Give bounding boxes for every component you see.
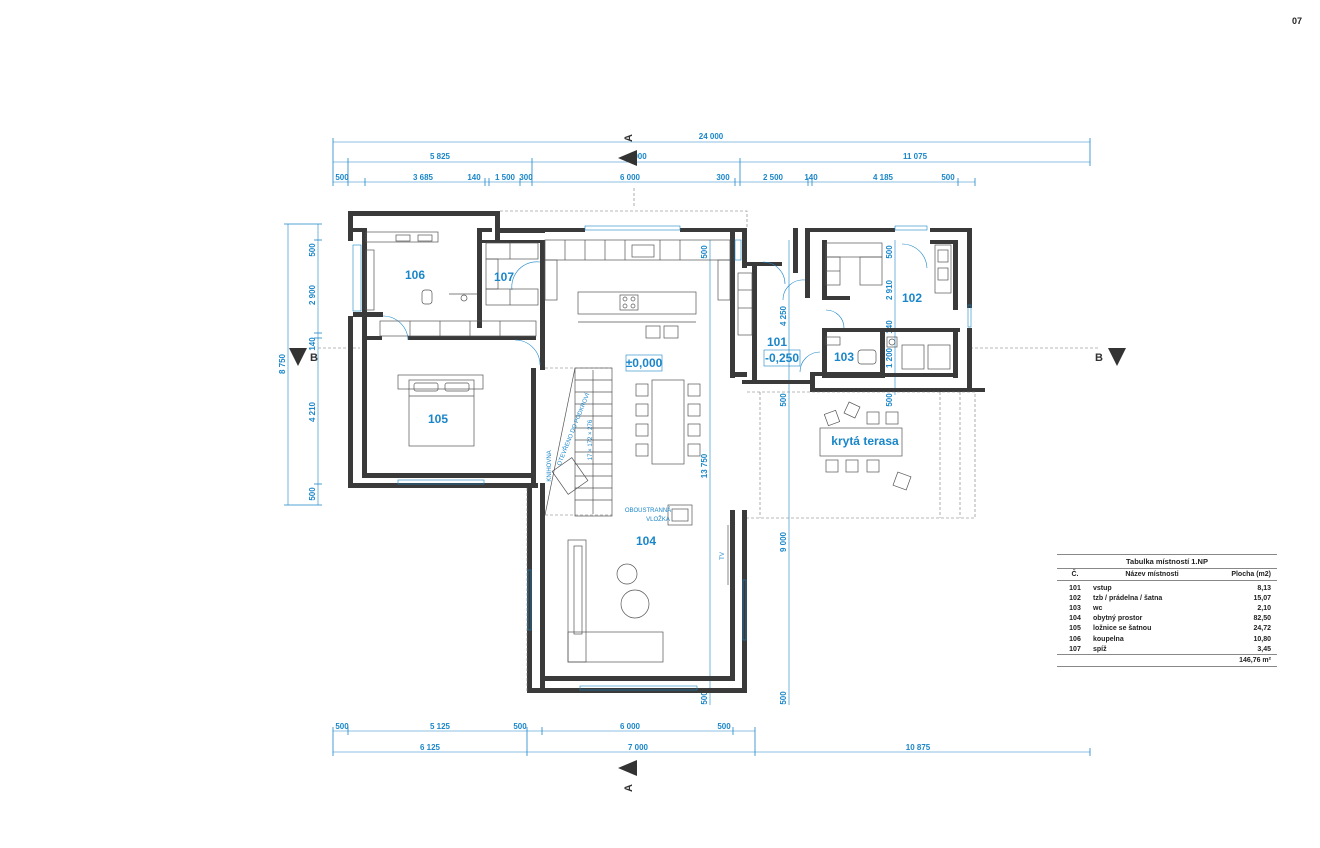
dim-top-d11: 500	[941, 173, 955, 182]
dim-top-mid-3: 11 075	[903, 152, 928, 161]
left-dimensions	[284, 223, 322, 506]
opening-label: OTEVŘENO DO PODKROVÍ	[555, 391, 592, 466]
dim-top-d10: 4 185	[873, 173, 894, 182]
room-101-level-box	[763, 349, 801, 367]
walls	[348, 211, 985, 693]
double-insert-label-2: VLOŽKA	[646, 515, 670, 523]
section-b-left: B	[289, 348, 318, 366]
dim-left-d5: 500	[308, 487, 317, 501]
stair-label: 17 × 172 × 276	[588, 419, 594, 460]
dim-top-d9: 140	[804, 173, 818, 182]
svg-text:B: B	[1095, 352, 1103, 364]
windows	[352, 225, 972, 691]
room-107-label: 107	[494, 270, 514, 284]
dim-inner-6: 2 910	[885, 279, 894, 300]
dim-left-d3: 140	[308, 337, 317, 351]
svg-text:A: A	[623, 134, 635, 142]
dim-bottom-t2: 7 000	[628, 743, 649, 752]
room-103-label: 103	[834, 350, 854, 364]
room-101-label: 101	[767, 335, 787, 349]
header-name: Název místnosti	[1125, 571, 1179, 578]
tv-label: TV	[720, 552, 726, 560]
room-table: Tabulka místností 1.NP Č. Název místnost…	[1057, 554, 1277, 668]
level-label: ±0,000	[626, 356, 663, 370]
furniture	[365, 231, 952, 663]
double-insert-label-1: OBOUSTRANNÁ	[625, 507, 671, 514]
room-table-total: 146,76 m²	[1057, 655, 1277, 668]
dim-inner-3: 500	[700, 245, 709, 259]
dim-inner-4: 4 250	[779, 305, 788, 326]
dim-inner-12: 500	[779, 691, 788, 705]
dim-top-d3: 140	[467, 173, 481, 182]
dim-inner-2: 9 000	[779, 531, 788, 552]
bottom-dimensions	[332, 727, 1091, 756]
svg-text:A: A	[623, 784, 635, 792]
dim-bottom-t3: 10 875	[906, 743, 931, 752]
dim-top-total: 24 000	[699, 132, 724, 141]
page-number: 07	[1292, 16, 1303, 26]
dim-inner-10: 500	[885, 393, 894, 407]
room-102-label: 102	[902, 291, 922, 305]
dim-left-total: 8 750	[278, 353, 287, 374]
header-number: Č.	[1071, 571, 1079, 578]
section-b-right: B	[1095, 348, 1126, 366]
dim-left-d4: 4 210	[308, 401, 317, 422]
dim-top-d7: 300	[716, 173, 730, 182]
dim-inner-11: 500	[700, 691, 709, 705]
dim-inner-9: 500	[779, 393, 788, 407]
header-area: Plocha (m2)	[1231, 571, 1271, 578]
dim-top-d6: 6 000	[620, 173, 641, 182]
dim-top-d4: 1 500	[495, 173, 516, 182]
dim-top-d5: 300	[519, 173, 533, 182]
level-box	[625, 354, 663, 372]
dim-bottom-d4: 6 000	[620, 722, 641, 731]
dim-inner-5: 500	[885, 245, 894, 259]
dim-left-d2: 2 900	[308, 284, 317, 305]
dim-bottom-d1: 500	[335, 722, 349, 731]
dim-top-d1: 500	[335, 173, 349, 182]
room-table-title: Tabulka místností 1.NP	[1057, 554, 1277, 569]
dim-bottom-d2: 5 125	[430, 722, 451, 731]
inner-dimensions	[709, 240, 896, 705]
dim-inner-7: 140	[885, 320, 894, 334]
roof-outline	[500, 210, 976, 693]
dim-top-mid-2: 000	[633, 152, 647, 161]
dim-top-d8: 2 500	[763, 173, 784, 182]
dim-inner-1: 13 750	[700, 453, 709, 478]
dim-left-d1: 500	[308, 243, 317, 257]
dim-bottom-d5: 500	[717, 722, 731, 731]
dim-bottom-t1: 6 125	[420, 743, 441, 752]
library-label: KNIHOVNA	[547, 450, 553, 481]
dim-inner-8: 1 200	[885, 347, 894, 368]
room-104-label: 104	[636, 534, 656, 548]
dim-top-mid-1: 5 825	[430, 152, 451, 161]
terrace-label: krytá terasa	[831, 434, 899, 448]
svg-text:B: B	[310, 352, 318, 364]
dim-bottom-d3: 500	[513, 722, 527, 731]
section-a-top: A	[618, 134, 637, 166]
section-a-bottom: A	[618, 760, 637, 792]
room-101-level: -0,250	[765, 351, 799, 365]
dim-top-d2: 3 685	[413, 173, 434, 182]
top-dimensions	[332, 138, 1091, 186]
room-105-label: 105	[428, 412, 448, 426]
room-106-label: 106	[405, 268, 425, 282]
room-table-header: Č. Název místnosti Plocha (m2)	[1057, 569, 1277, 581]
